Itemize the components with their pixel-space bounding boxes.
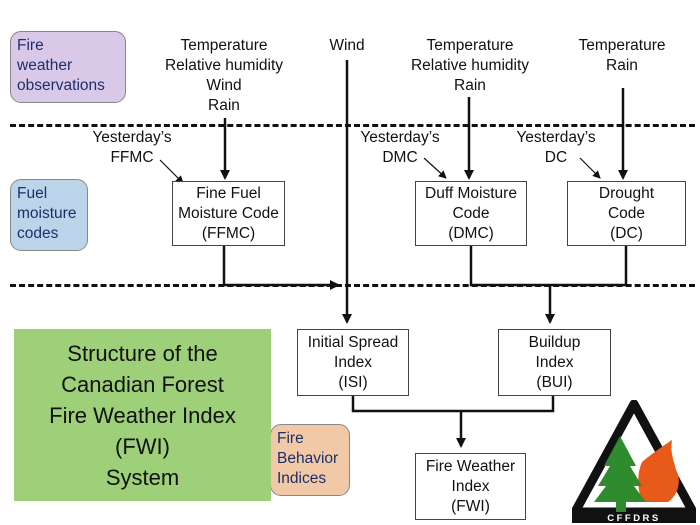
input-label: Temperature	[578, 37, 666, 54]
box-line: (FFMC)	[201, 224, 256, 242]
arrow-yesterday-dc	[579, 157, 601, 179]
ffmc-box: Fine Fuel Moisture Code (FFMC)	[172, 181, 285, 246]
isi-box: Initial Spread Index (ISI)	[297, 329, 409, 396]
title-line: Canadian Forest	[61, 371, 224, 397]
box-line: Index	[334, 353, 372, 371]
box-line: Index	[535, 353, 574, 371]
input-label: Rain	[606, 57, 638, 74]
box-line: (BUI)	[536, 373, 573, 391]
input-label: Rain	[454, 77, 486, 94]
box-line: Buildup	[528, 333, 581, 351]
yesterday-ffmc-label: Yesterday’s FFMC	[88, 128, 176, 168]
input-label: Relative humidity	[410, 57, 530, 74]
box-line: Duff Moisture	[425, 184, 517, 202]
box-line: (FWI)	[451, 497, 490, 515]
box-line: Fire Weather	[425, 457, 516, 475]
category-line: moisture	[17, 205, 77, 222]
logo-text: CFFDRS	[607, 513, 661, 523]
line-dmc-to-bui	[469, 245, 550, 287]
box-line: Index	[451, 477, 490, 495]
diagram-title: Structure of the Canadian Forest Fire We…	[14, 329, 271, 501]
category-fuel-moisture-codes: Fuel moisture codes	[10, 179, 88, 251]
category-fire-weather-observations: Fire weather observations	[10, 31, 126, 103]
box-line: Moisture Code	[178, 204, 279, 222]
yesterday-dmc-label: Yesterday’s DMC	[356, 128, 444, 168]
box-line: (DC)	[610, 224, 643, 242]
yesterday-line: Yesterday’s	[516, 129, 596, 146]
flame-icon	[638, 440, 679, 502]
arrow-ffmc-to-isi	[222, 245, 340, 290]
category-line: Fire	[17, 37, 44, 54]
box-line: Fine Fuel	[196, 184, 261, 202]
ffmc-weather-inputs: Temperature Relative humidity Wind Rain	[152, 36, 296, 116]
separator-observations-codes	[10, 124, 695, 127]
category-line: codes	[17, 225, 59, 242]
category-line: Fire	[277, 430, 304, 447]
title-line: (FWI)	[115, 433, 170, 459]
input-label: Rain	[208, 97, 240, 114]
title-line: Fire Weather Index	[49, 402, 236, 428]
yesterday-line: DMC	[382, 149, 418, 166]
tree-icon	[594, 436, 646, 512]
dc-weather-inputs: Temperature Rain	[566, 36, 678, 76]
box-line: Code	[607, 204, 646, 222]
line-bui-to-fwi	[461, 395, 555, 413]
bui-box: Buildup Index (BUI)	[498, 329, 611, 396]
yesterday-line: Yesterday’s	[360, 129, 440, 146]
box-line: Initial Spread	[307, 333, 399, 351]
category-line: Behavior	[277, 450, 339, 467]
category-line: observations	[17, 77, 105, 94]
box-line: Code	[452, 204, 490, 222]
input-label: Temperature	[180, 37, 268, 54]
yesterday-line: Yesterday’s	[92, 129, 172, 146]
cffdrs-logo: CFFDRS	[572, 400, 696, 523]
input-label: Temperature	[426, 37, 514, 54]
dmc-box: Duff Moisture Code (DMC)	[415, 181, 527, 246]
line-isi-to-fwi	[351, 395, 461, 413]
input-label: Wind	[206, 77, 242, 94]
arrow-yesterday-dmc	[423, 157, 447, 179]
dmc-weather-inputs: Temperature Relative humidity Rain	[398, 36, 542, 96]
category-line: Indices	[277, 470, 327, 487]
input-label: Relative humidity	[164, 57, 284, 74]
box-line: (DMC)	[448, 224, 494, 242]
separator-codes-indices	[10, 284, 695, 287]
wind-input: Wind	[317, 36, 377, 56]
fwi-box: Fire Weather Index (FWI)	[415, 453, 526, 520]
box-line: Drought	[598, 184, 655, 202]
title-line: System	[105, 464, 180, 490]
yesterday-dc-label: Yesterday’s DC	[512, 128, 600, 168]
dc-box: Drought Code (DC)	[567, 181, 686, 246]
arrow-yesterday-ffmc	[159, 159, 184, 184]
box-line: (ISI)	[338, 373, 368, 391]
category-line: weather	[17, 57, 73, 74]
yesterday-line: FFMC	[110, 149, 154, 166]
category-line: Fuel	[17, 185, 48, 202]
input-label: Wind	[329, 37, 365, 54]
line-dc-to-bui	[550, 245, 628, 287]
yesterday-line: DC	[544, 149, 568, 166]
title-line: Structure of the	[67, 340, 218, 366]
